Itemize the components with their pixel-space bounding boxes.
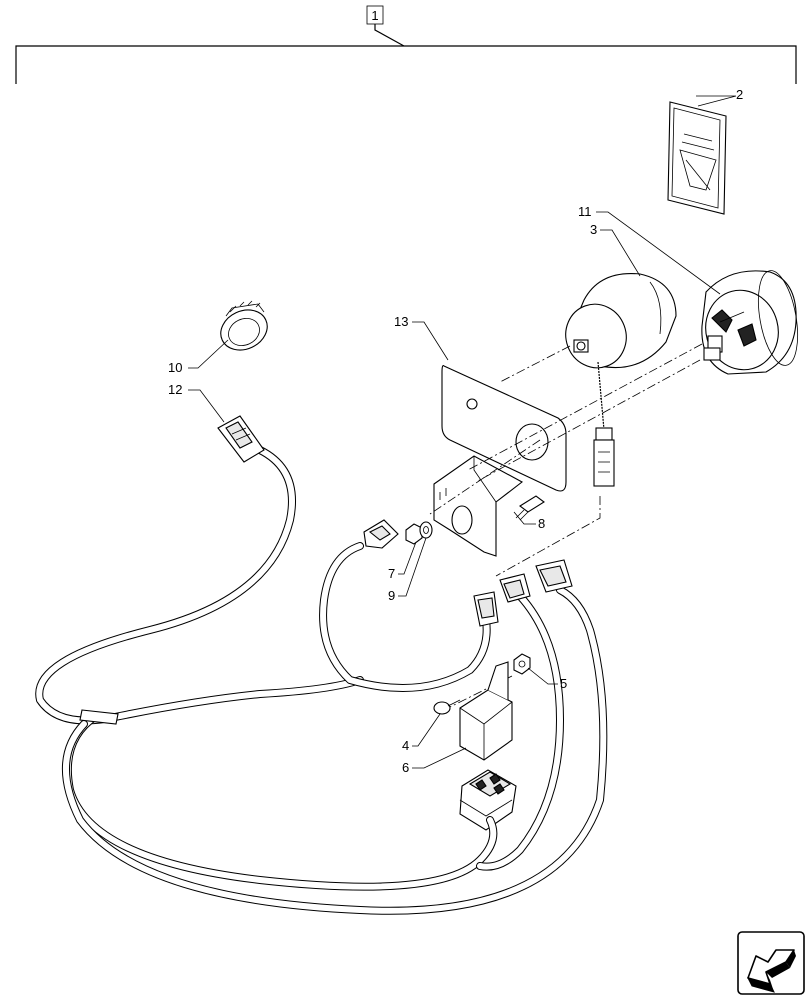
leader-lines: [188, 95, 737, 769]
callout-7: 7: [388, 566, 395, 581]
relay-nut: [513, 653, 531, 675]
assembly-bracket: 1: [15, 5, 797, 84]
wiring-harness: [35, 446, 608, 915]
relay: [459, 661, 513, 761]
callout-3: 3: [590, 222, 597, 237]
callout-13: 13: [394, 314, 408, 329]
assembly-label: 1: [371, 8, 378, 23]
callout-9: 9: [388, 588, 395, 603]
relay-socket: [459, 769, 517, 831]
connectors: [217, 415, 573, 627]
callout-8: 8: [538, 516, 545, 531]
arrow-left-down-icon[interactable]: [737, 931, 805, 995]
callout-4: 4: [402, 738, 409, 753]
callout-5: 5: [560, 676, 567, 691]
callout-11: 11: [578, 204, 592, 219]
alignment-lines: [429, 343, 703, 713]
callout-12: 12: [168, 382, 182, 397]
hose-clamp: [220, 300, 268, 351]
callout-6: 6: [402, 760, 409, 775]
instruction-booklet: [667, 101, 727, 215]
callout-10: 10: [168, 360, 182, 375]
hour-meter: [565, 272, 677, 487]
callout-labels: 2 3 4 5 6 7 8 9 10 11 12 13: [168, 87, 743, 775]
gauge-bracket: [433, 455, 524, 557]
gauge: [701, 270, 798, 375]
relay-bolt: [433, 699, 461, 715]
callout-2: 2: [736, 87, 743, 102]
